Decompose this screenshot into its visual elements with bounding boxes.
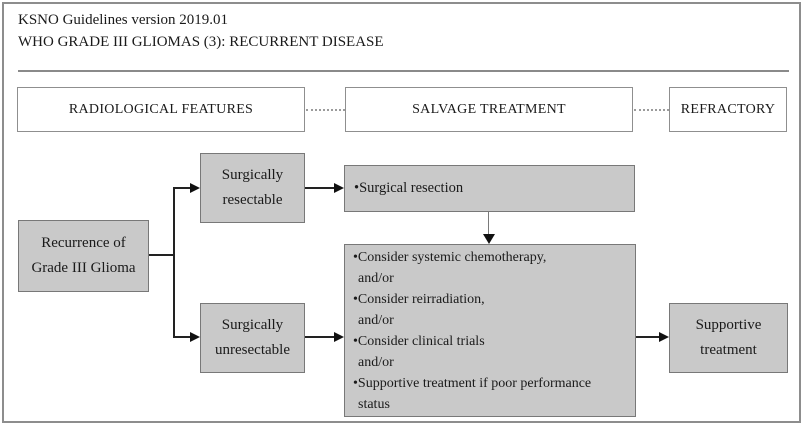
node-recurrence-grade3-glioma: Recurrence of Grade III Glioma	[18, 220, 149, 292]
arrowhead-right-icon	[659, 332, 669, 342]
salvage-option-line: •Consider clinical trials	[353, 333, 485, 349]
node-supportive-line2: treatment	[700, 342, 757, 358]
arrowhead-right-icon	[334, 183, 344, 193]
salvage-option-line: and/or	[358, 354, 394, 370]
salvage-option-line: and/or	[358, 312, 394, 328]
salvage-option-line: and/or	[358, 270, 394, 286]
node-unresectable-line2: unresectable	[215, 342, 290, 358]
figure-border-frame	[2, 2, 801, 423]
node-surgically-unresectable: Surgically unresectable	[200, 303, 305, 373]
connector-branch-to-resectable	[175, 187, 191, 189]
dotted-connector-features-salvage	[306, 109, 345, 111]
header-label-radiological-features: RADIOLOGICAL FEATURES	[68, 101, 254, 117]
node-recurrence-line2: Grade III Glioma	[31, 260, 136, 276]
title-divider-line	[18, 70, 789, 72]
salvage-option-line: status	[358, 396, 390, 412]
node-unresectable-line1: Surgically	[221, 317, 284, 333]
arrowhead-right-icon	[190, 183, 200, 193]
salvage-option-line: •Supportive treatment if poor performanc…	[353, 375, 592, 391]
figure-title: WHO GRADE III GLIOMAS (3): RECURRENT DIS…	[18, 34, 384, 50]
salvage-option-line: •Consider systemic chemotherapy,	[353, 249, 547, 265]
connector-branch-vertical	[173, 187, 175, 338]
node-supportive-line1: Supportive	[695, 317, 762, 333]
node-surgically-resectable: Surgically resectable	[200, 153, 305, 223]
node-surgical-resection: •Surgical resection	[344, 165, 635, 212]
node-resectable-line1: Surgically	[221, 167, 284, 183]
arrowhead-right-icon	[190, 332, 200, 342]
header-box-refractory: REFRACTORY	[669, 87, 787, 132]
guideline-version-title: KSNO Guidelines version 2019.01	[18, 12, 228, 28]
arrowhead-down-icon	[483, 234, 495, 244]
salvage-option-line: •Consider reirradiation,	[353, 291, 485, 307]
connector-resectable-to-resection	[305, 187, 335, 189]
header-box-radiological-features: RADIOLOGICAL FEATURES	[17, 87, 305, 132]
node-recurrence-line1: Recurrence of	[41, 235, 126, 251]
figure-title-block: KSNO Guidelines version 2019.01 WHO GRAD…	[18, 9, 384, 53]
node-surgical-resection-text: •Surgical resection	[354, 180, 464, 196]
connector-options-to-supportive	[636, 336, 660, 338]
arrowhead-right-icon	[334, 332, 344, 342]
connector-branch-to-unresectable	[175, 336, 191, 338]
node-salvage-options: •Consider systemic chemotherapy, and/or …	[344, 244, 636, 417]
connector-recurrence-to-branch	[149, 254, 175, 256]
node-supportive-treatment: Supportive treatment	[669, 303, 788, 373]
connector-unresectable-to-options	[305, 336, 335, 338]
header-box-salvage-treatment: SALVAGE TREATMENT	[345, 87, 633, 132]
header-label-salvage-treatment: SALVAGE TREATMENT	[412, 101, 566, 117]
header-label-refractory: REFRACTORY	[680, 101, 776, 117]
node-resectable-line2: resectable	[222, 192, 283, 208]
connector-resection-to-options	[488, 212, 489, 235]
dotted-connector-salvage-refractory	[634, 109, 669, 111]
